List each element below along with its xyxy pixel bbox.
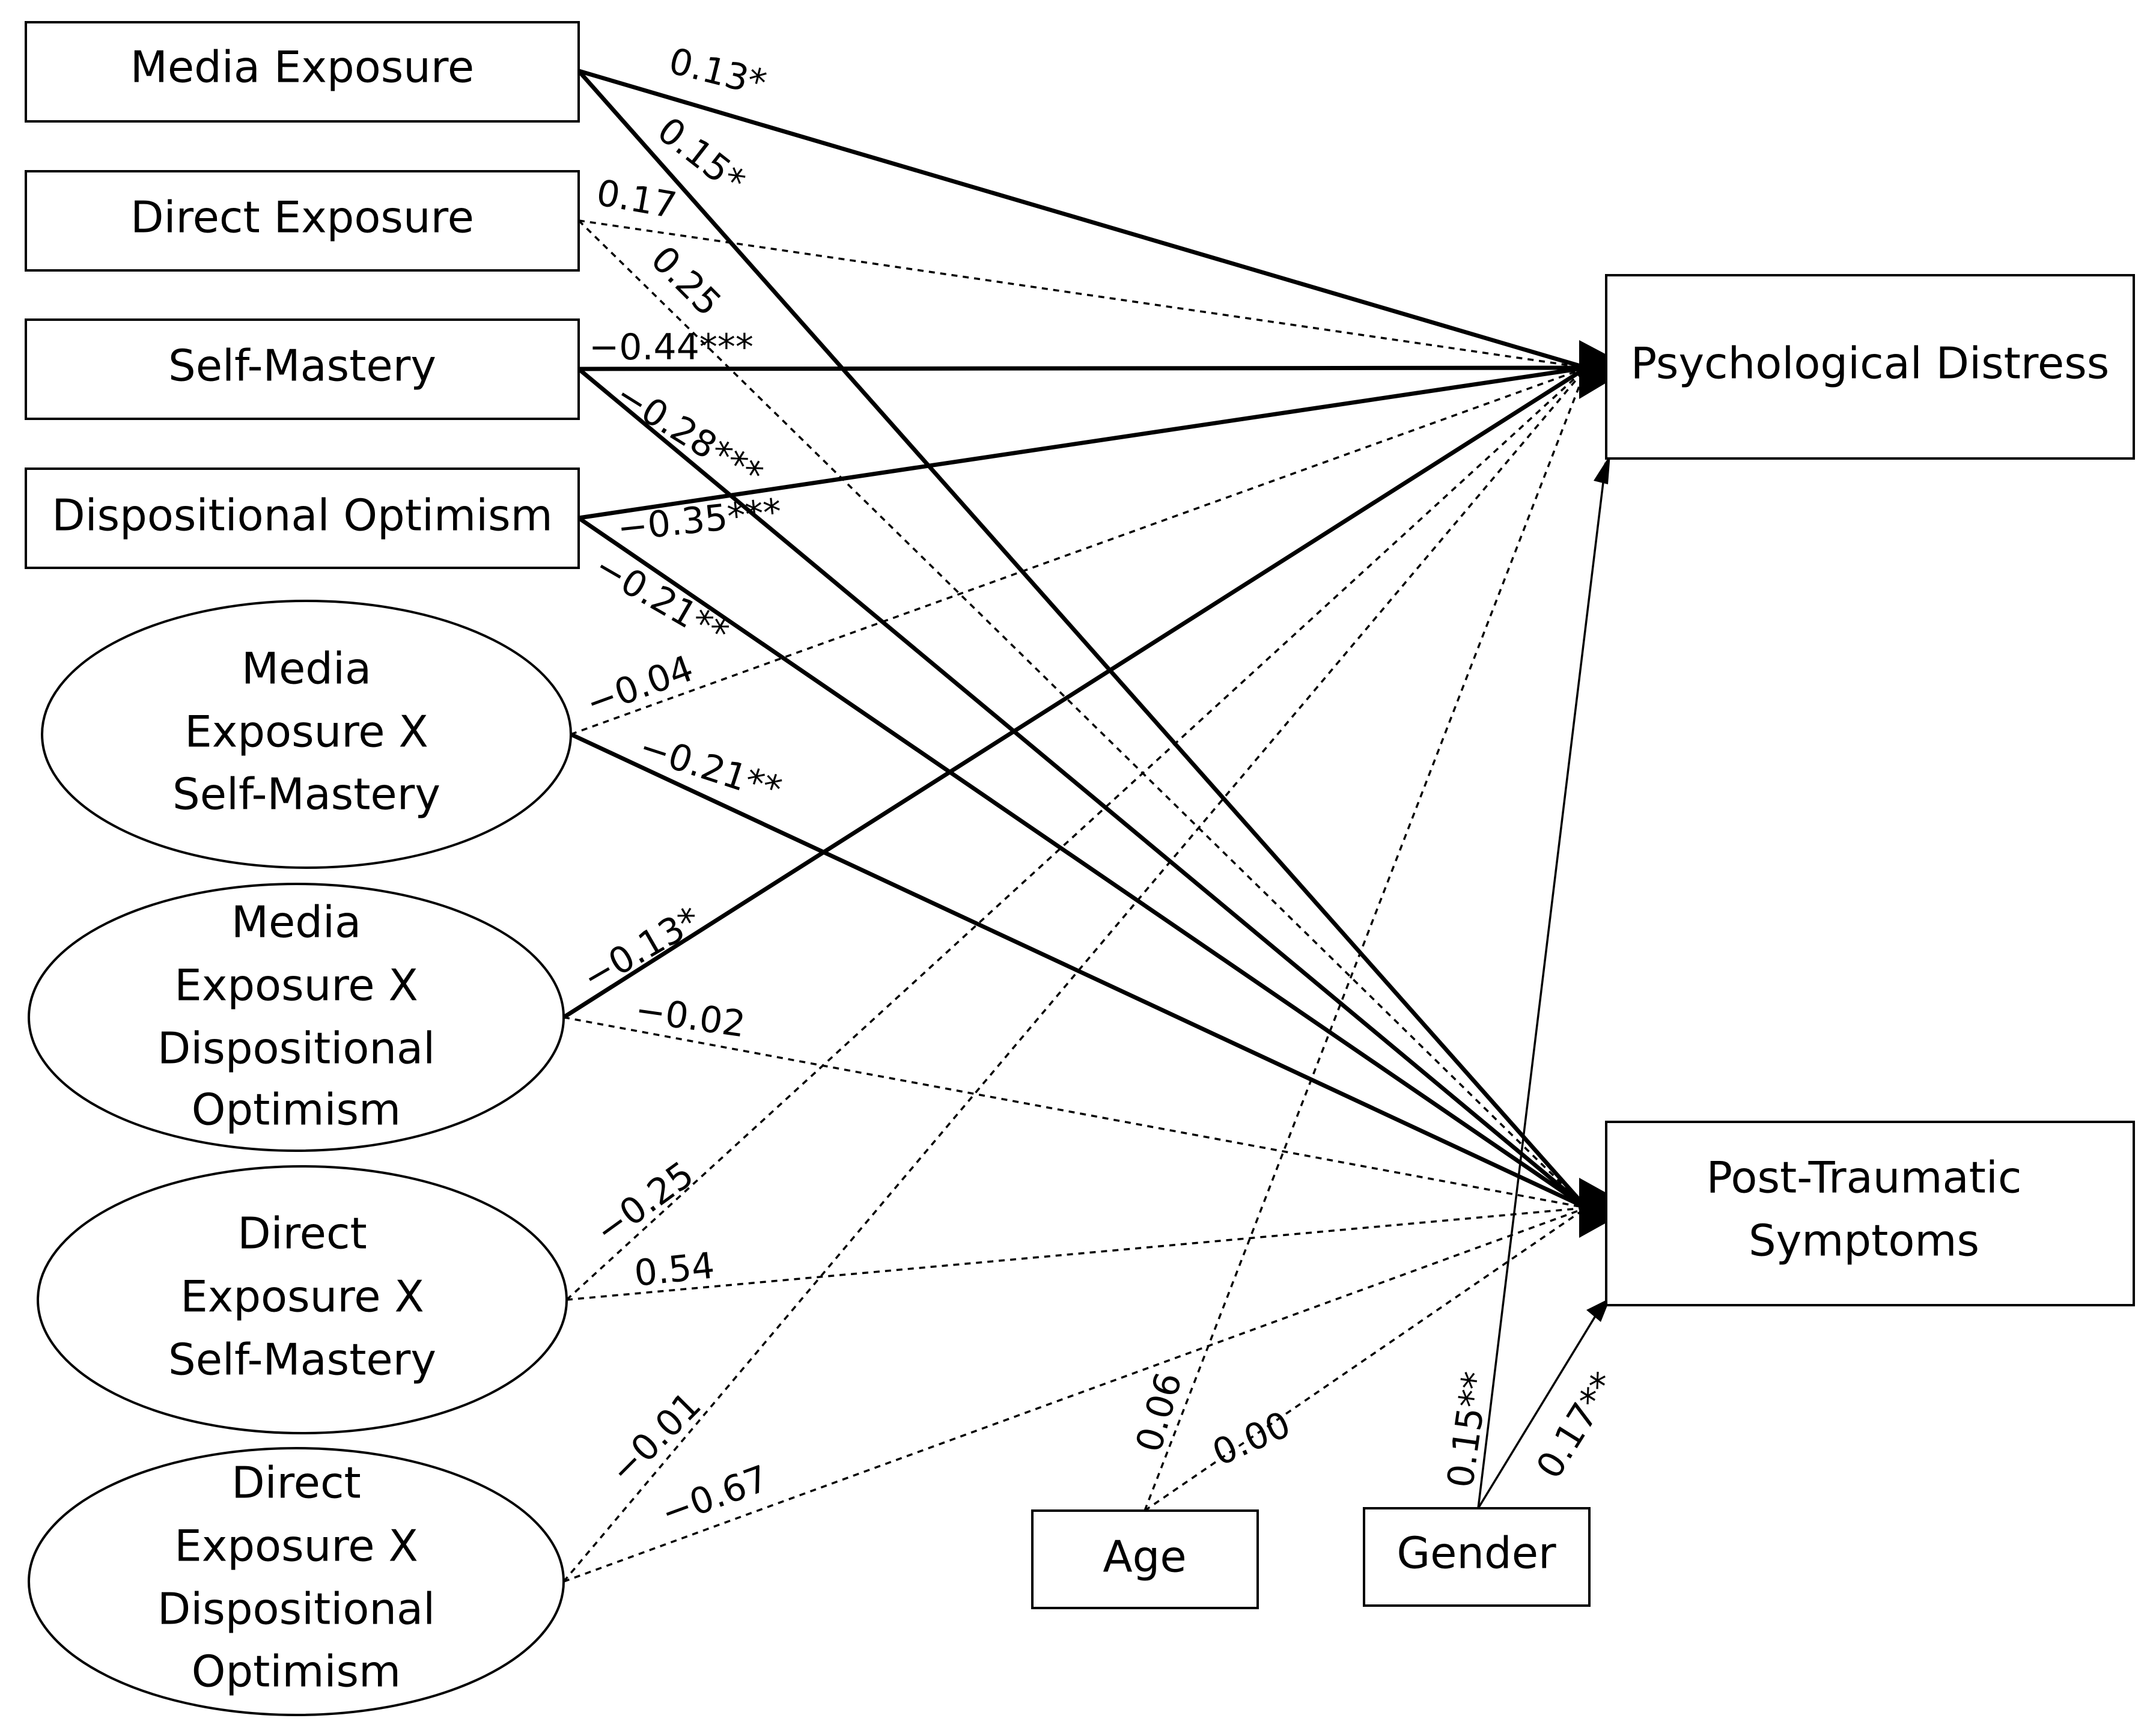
path-media-exposure-to-psych-distress [578,69,1587,370]
ellipse-line: Exposure X [174,960,418,1011]
node-media-exposure-label: Media Exposure [130,42,474,93]
coef-label-self-mastery-to-pts: −0.28*** [608,373,770,496]
ellipse-line: Self-Mastery [168,1335,436,1385]
path-de-x-do-to-pts [563,1207,1587,1583]
path-direct-exposure-to-psych-distress [578,219,1587,369]
ellipse-line: Media [231,897,361,948]
ellipse-line: Exposure X [180,1272,424,1322]
coef-label-me-x-sm-to-psych-distress: −0.04 [580,647,699,725]
node-age-label: Age [1103,1532,1186,1582]
path-dispositional-optimism-to-psych-distress [578,365,1587,520]
ellipse-line: Exposure X [184,707,428,757]
coef-label-de-x-sm-to-psych-distress: −0.25 [588,1153,702,1252]
node-psychological-distress-label: Psychological Distress [1631,338,2109,389]
node-post-traumatic-symptoms: Post-Traumatic Symptoms [1605,1121,2135,1306]
coef-label-age-to-psych-distress: 0.06 [1128,1368,1190,1457]
node-media-exposure-x-dispositional-optimism: Media Exposure X Dispositional Optimism [28,883,565,1152]
coef-label-direct-exposure-to-pts: 0.25 [642,238,729,324]
coef-label-self-mastery-to-psych-distress: −0.44*** [589,326,754,368]
coef-label-age-to-pts: 0.00 [1207,1403,1297,1474]
path-me-x-do-to-pts [563,1016,1587,1209]
node-age: Age [1031,1509,1259,1609]
node-dispositional-optimism: Dispositional Optimism [25,468,580,569]
coef-label-gender-to-psych-distress: 0.15** [1440,1369,1497,1490]
node-self-mastery-label: Self-Mastery [168,341,436,391]
path-self-mastery-to-psych-distress [578,365,1587,371]
coef-label-de-x-do-to-pts: −0.67 [656,1457,774,1535]
path-me-x-do-to-psych-distress [562,366,1588,1019]
path-age-to-pts [1144,1207,1587,1512]
coef-label-direct-exposure-to-psych-distress: 0.17 [593,172,680,227]
path-de-x-sm-to-psych-distress [565,367,1588,1301]
node-psychological-distress: Psychological Distress [1605,274,2135,460]
node-direct-exposure-label: Direct Exposure [130,192,474,243]
gender-pts-arrowhead [1586,1298,1610,1322]
coefficient-labels: 0.13*0.15*0.170.25−0.44***−0.28***−0.35*… [576,40,1626,1535]
pts-line: Symptoms [1749,1216,1979,1266]
path-age-to-psych-distress [1143,367,1588,1511]
path-de-x-sm-to-pts [566,1207,1587,1301]
ellipse-line: Dispositional [157,1584,435,1634]
coef-label-dispositional-optimism-to-pts: −0.21** [588,545,735,655]
ellipse-line: Dispositional [157,1023,435,1074]
node-direct-exposure-x-self-mastery: Direct Exposure X Self-Mastery [37,1165,568,1434]
coef-label-me-x-do-to-psych-distress: −0.13* [576,898,708,999]
coef-label-me-x-do-to-pts: −0.02 [633,989,748,1046]
node-gender: Gender [1363,1507,1591,1607]
node-media-exposure-x-self-mastery: Media Exposure X Self-Mastery [41,600,572,869]
coef-label-dispositional-optimism-to-psych-distress: −0.35*** [615,491,784,550]
coef-label-gender-to-pts: 0.17** [1528,1365,1625,1486]
node-gender-label: Gender [1396,1528,1556,1579]
ellipse-line: Direct [231,1458,361,1508]
node-media-exposure: Media Exposure [25,21,580,123]
path-gender-to-pts [1477,1311,1600,1509]
path-dispositional-optimism-to-pts [577,516,1588,1210]
path-me-x-sm-to-psych-distress [570,367,1587,736]
ellipse-line: Direct [237,1208,367,1259]
ellipse-line: Media [242,644,371,694]
node-direct-exposure-x-dispositional-optimism: Direct Exposure X Dispositional Optimism [28,1447,565,1716]
ellipse-line: Self-Mastery [172,769,440,820]
coef-label-de-x-do-to-psych-distress: −0.01 [601,1384,710,1492]
node-dispositional-optimism-label: Dispositional Optimism [52,490,553,541]
pts-line: Post-Traumatic [1707,1153,2022,1203]
path-self-mastery-to-pts [577,367,1588,1210]
ellipse-line: Optimism [192,1085,401,1135]
path-de-x-do-to-psych-distress [562,367,1588,1583]
node-direct-exposure: Direct Exposure [25,170,580,272]
ellipse-line: Optimism [192,1646,401,1697]
gender-psych-arrowhead [1594,454,1610,484]
node-self-mastery: Self-Mastery [25,318,580,420]
coef-label-de-x-sm-to-pts: 0.54 [632,1244,716,1295]
path-media-exposure-to-pts [577,69,1588,1210]
coef-label-media-exposure-to-psych-distress: 0.13* [665,40,770,105]
paths-layer [562,69,1607,1583]
path-gender-to-psych-distress [1477,462,1607,1509]
path-me-x-sm-to-pts [570,732,1588,1210]
ellipse-line: Exposure X [174,1521,418,1571]
